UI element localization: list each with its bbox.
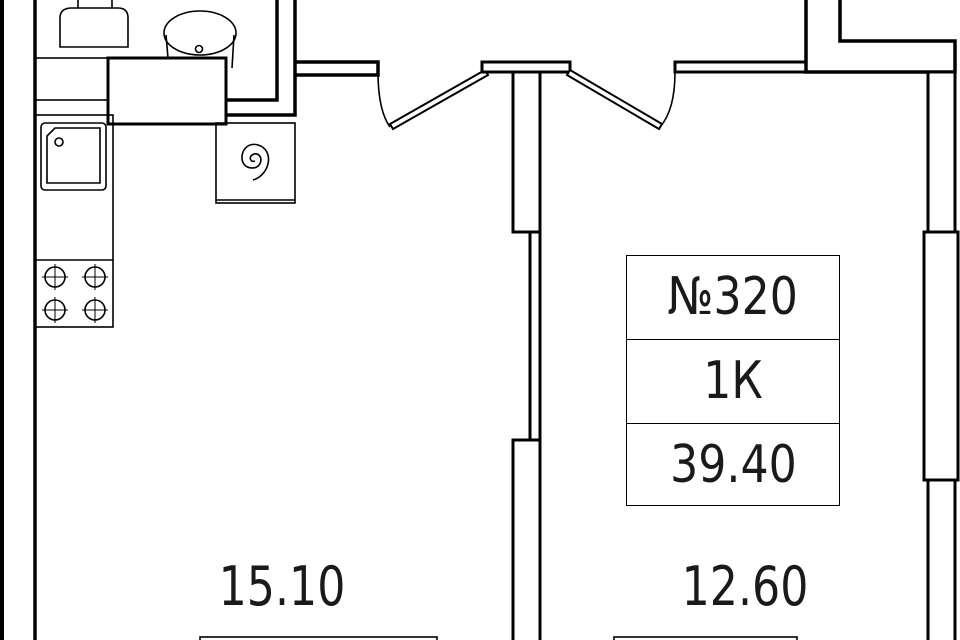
stove-icon	[35, 259, 113, 323]
apartment-type: 1К	[703, 351, 763, 411]
apartment-type-cell: 1К	[627, 340, 839, 424]
total-area: 39.40	[669, 435, 797, 495]
washbasin-icon	[163, 10, 237, 69]
window-bottom-right	[613, 636, 798, 640]
total-area-cell: 39.40	[627, 424, 839, 507]
washing-machine-icon	[215, 122, 296, 204]
kitchen-counter	[34, 114, 114, 328]
outer-wall-left	[0, 0, 4, 640]
bathroom-wall	[225, 0, 380, 117]
door-left-icon	[377, 68, 490, 131]
partition-wall	[511, 70, 542, 234]
wall-right	[926, 70, 957, 234]
wall-segment	[673, 60, 808, 74]
bathroom-shelf	[34, 57, 116, 101]
window-bottom-left	[199, 636, 438, 640]
apartment-info-box: №320 1К 39.40	[626, 255, 840, 506]
window	[922, 230, 960, 482]
bathroom-partition	[106, 56, 228, 126]
apartment-number: №320	[667, 267, 799, 327]
room-area-kitchen: 15.10	[218, 555, 346, 618]
partition-wall	[511, 438, 542, 640]
partition-wall	[528, 230, 542, 442]
toilet-icon	[59, 0, 129, 48]
apartment-number-cell: №320	[627, 256, 839, 340]
kitchen-sink-icon	[40, 122, 107, 191]
outer-wall-right	[804, 0, 957, 74]
wall-right	[926, 478, 957, 640]
room-area-bedroom: 12.60	[681, 555, 809, 618]
door-right-icon	[565, 68, 676, 131]
